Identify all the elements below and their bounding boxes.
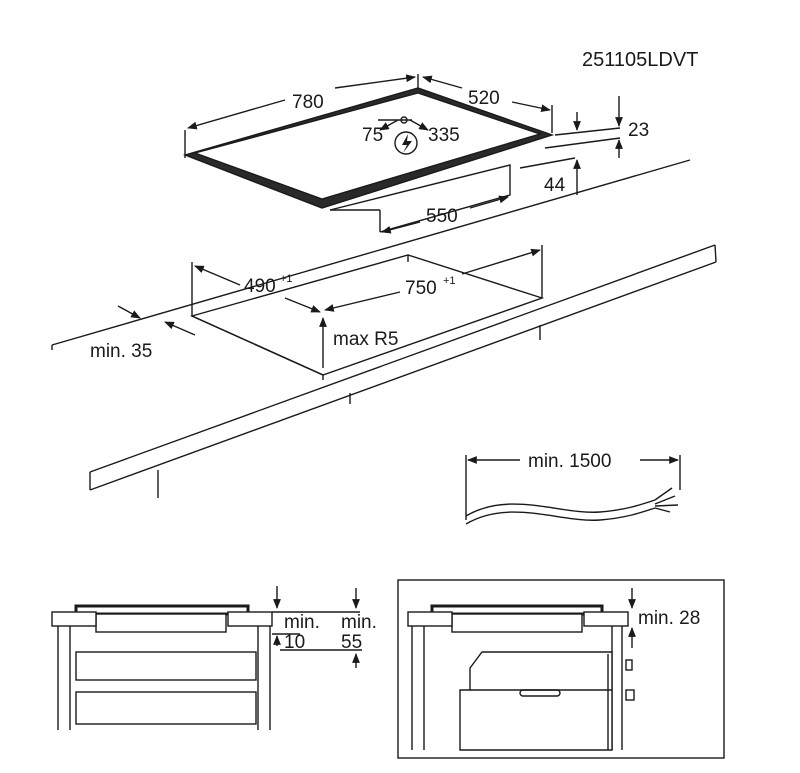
label-490-tolerance: +1	[280, 273, 293, 285]
label-min-1500: min. 1500	[528, 451, 611, 472]
label-780: 780	[292, 92, 324, 113]
label-335: 335	[428, 125, 460, 146]
label-490: 490	[244, 276, 276, 297]
dim-780: 780	[184, 74, 419, 158]
hob-top-view	[182, 87, 555, 233]
label-min-10: 10	[284, 632, 305, 653]
dim-750: 750 +1	[324, 248, 541, 312]
label-min-28: min. 28	[638, 608, 700, 629]
label-min-35: min. 35	[90, 341, 152, 362]
dim-23: 23	[544, 96, 649, 158]
installation-right: min. 28	[397, 579, 725, 759]
label-min-drawer: min.	[341, 612, 377, 633]
dim-520: 520	[422, 75, 553, 133]
dim-min-35: min. 35	[90, 305, 196, 362]
label-min-top: min.	[284, 612, 320, 633]
label-550: 550	[426, 206, 458, 227]
document-code: 251105LDVT	[582, 49, 698, 71]
electrical-hazard-icon	[394, 131, 418, 155]
installation-left: min. 10 min. 55	[51, 586, 377, 730]
worktop	[51, 159, 717, 498]
dim-44: 44	[519, 157, 581, 196]
dim-490: 490 +1	[194, 265, 321, 313]
corner-radius-callout: max R5	[319, 317, 398, 368]
label-44: 44	[544, 175, 566, 196]
label-520: 520	[468, 88, 500, 109]
label-max-r5: max R5	[333, 329, 398, 350]
label-75: 75	[362, 125, 383, 146]
dim-75-335: 75 335	[362, 116, 460, 146]
label-min-55: 55	[341, 632, 362, 653]
label-23: 23	[628, 120, 649, 141]
dim-550: 550	[381, 195, 509, 234]
label-750: 750	[405, 278, 437, 299]
label-750-tolerance: +1	[443, 275, 456, 287]
cable-diagram: min. 1500	[465, 451, 681, 525]
